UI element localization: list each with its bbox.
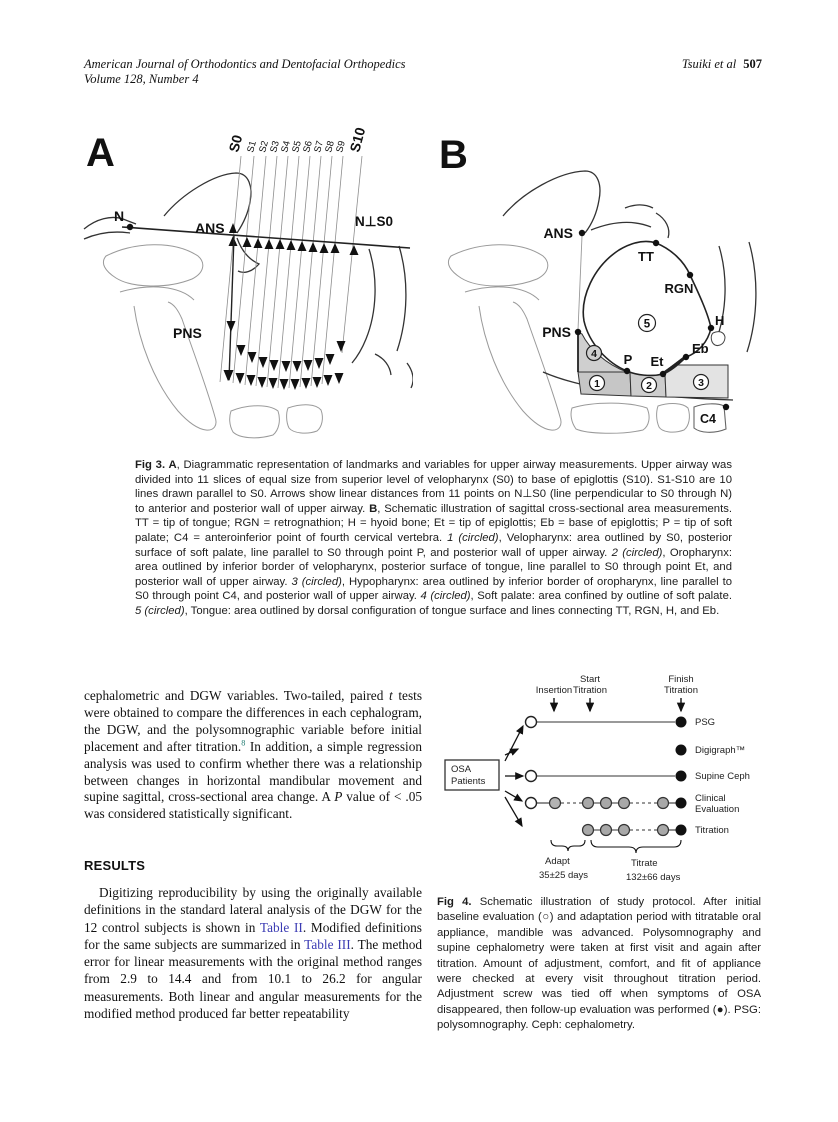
skull-profile-a	[83, 172, 413, 389]
landmark-label-c4: C4	[700, 412, 716, 426]
slice-label: S8	[323, 140, 337, 154]
figure3-artwork: A	[78, 120, 768, 455]
slice-label: S6	[301, 140, 315, 154]
slice-labels: S0 S1 S2 S3 S4 S5 S6 S7 S8 S9 S10	[225, 125, 368, 153]
cross-reference-link[interactable]: Table III	[304, 936, 351, 952]
slice-lines	[219, 155, 363, 389]
body-paragraph-continuation: cephalometric and DGW variables. Two-tai…	[84, 688, 422, 822]
landmark-label-tt: TT	[638, 249, 654, 264]
row-label-supine-ceph: Supine Ceph	[695, 771, 750, 782]
slice-label: S1	[245, 140, 259, 154]
phase-adapt-label: Adapt	[545, 856, 570, 867]
region-number-3: 3	[698, 377, 704, 389]
landmark-label-pns-b: PNS	[542, 324, 571, 340]
row-label-clinical-line2: Evaluation	[695, 804, 739, 815]
figure3-caption: Fig 3. A, Diagrammatic representation of…	[135, 459, 733, 617]
panel-a-letter: A	[86, 131, 115, 175]
page-number: 507	[743, 57, 762, 71]
running-header-left: American Journal of Orthodontics and Den…	[84, 57, 514, 87]
figure3-panel-a: A	[83, 125, 413, 439]
event-start-line2: Titration	[573, 685, 607, 696]
author-citation: Tsuiki et al	[681, 57, 737, 71]
figure3-panel-b: B	[439, 133, 757, 434]
event-start-line1: Start	[580, 674, 600, 685]
results-paragraph: Digitizing reproducibility by using the …	[84, 885, 422, 1022]
slice-label: S7	[312, 140, 326, 154]
row-labels: PSG Digigraph™ Supine Ceph Clinical Eval…	[695, 717, 750, 836]
timeline-rows	[524, 715, 687, 837]
landmark-dots-b	[574, 229, 730, 411]
slice-label: S0	[225, 133, 245, 154]
row-label-titration: Titration	[695, 825, 729, 836]
landmark-label-eb: Eb	[692, 341, 709, 356]
landmark-label-ans: ANS	[195, 220, 225, 236]
n-perp-s0-line	[121, 226, 411, 249]
epiglottis-arc-inner	[665, 355, 684, 370]
osa-patients-line2: Patients	[451, 776, 486, 787]
landmark-label-p: P	[624, 352, 633, 367]
figure4-caption: Fig 4. Schematic illustration of study p…	[437, 896, 762, 1032]
lower-arrowheads	[223, 341, 346, 390]
ans-pns-line	[228, 235, 235, 381]
slice-label: S4	[279, 140, 293, 154]
cross-reference-link[interactable]: Table II	[259, 919, 303, 935]
landmark-labels-b: ANS TT RGN H Eb Et P PNS C4	[542, 225, 724, 426]
region-number-5: 5	[644, 319, 651, 331]
region-number-2: 2	[646, 380, 652, 392]
running-header-right: Tsuiki et al 507	[560, 57, 762, 72]
slice-label: S2	[257, 140, 271, 154]
results-heading: RESULTS	[84, 858, 146, 873]
label-n-perp-s0: N⊥S0	[355, 214, 393, 229]
ans-pns-thin-line	[577, 235, 583, 331]
phase-titrate-label: Titrate	[631, 858, 658, 869]
figure4-artwork: Insertion Start Titration Finish Titrati…	[444, 674, 750, 883]
c4-vertebra-shape	[693, 403, 727, 433]
event-arrows	[549, 698, 686, 713]
hyoid-bone-shape	[710, 331, 726, 346]
cross-reference-link[interactable]: 8	[241, 738, 246, 748]
panel-b-letter: B	[439, 133, 468, 177]
landmark-label-ans-b: ANS	[543, 225, 573, 241]
region-number-badges: 1 2 3 4 5	[585, 313, 710, 394]
slice-label: S5	[290, 140, 304, 154]
slice-label: S3	[268, 140, 282, 154]
osa-patients-line1: OSA	[451, 764, 472, 775]
landmark-label-n: N	[114, 208, 124, 224]
osa-patients-box	[444, 759, 500, 791]
skull-tracing-gray-a	[102, 244, 323, 439]
phase-braces	[550, 839, 682, 854]
region-number-4: 4	[591, 348, 597, 360]
row-label-digigraph: Digigraph™	[695, 745, 745, 756]
phase-adapt-days: 35±25 days	[539, 870, 588, 881]
skull-tracing-gray-b	[447, 244, 690, 434]
volume-line: Volume 128, Number 4	[84, 72, 199, 86]
landmark-label-pns: PNS	[173, 325, 202, 341]
slice-label: S10	[346, 125, 368, 153]
event-finish-line1: Finish	[668, 674, 693, 685]
phase-labels: Adapt 35±25 days Titrate 132±66 days	[539, 856, 681, 883]
phase-titrate-days: 132±66 days	[626, 872, 681, 883]
landmark-label-rgn: RGN	[665, 281, 694, 296]
event-labels: Insertion Start Titration Finish Titrati…	[536, 674, 698, 696]
row-label-psg: PSG	[695, 717, 715, 728]
row-label-clinical-line1: Clinical	[695, 793, 726, 804]
event-insertion: Insertion	[536, 685, 572, 696]
event-finish-line2: Titration	[664, 685, 698, 696]
landmark-label-et: Et	[651, 354, 665, 369]
fan-arrows	[504, 724, 525, 828]
upper-arrowheads	[228, 223, 359, 255]
landmark-dot-n	[126, 223, 134, 231]
slice-label: S9	[334, 140, 348, 154]
journal-name: American Journal of Orthodontics and Den…	[84, 57, 406, 71]
region-number-1: 1	[594, 378, 600, 390]
landmark-label-h: H	[715, 313, 724, 328]
